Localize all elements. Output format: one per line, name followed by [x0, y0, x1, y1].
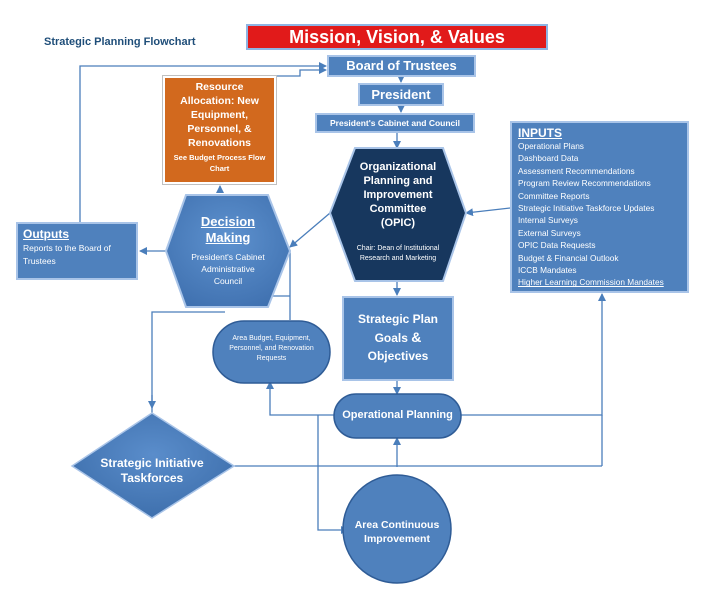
cabinet-box: President's Cabinet and Council — [315, 113, 475, 133]
operational-label: Operational Planning — [342, 409, 453, 421]
resource-line: Resource — [195, 81, 244, 93]
outputs-line: Trustees — [23, 256, 56, 266]
resource-line: Renovations — [187, 137, 251, 149]
continuous-label: Area Continuous Improvement — [354, 519, 440, 545]
taskforces-label: Strategic Initiative Taskforces — [100, 456, 204, 485]
resource-line: Equipment, — [190, 109, 249, 121]
taskforces-diamond — [70, 412, 236, 519]
outputs-line: Reports to the Board of — [23, 243, 111, 253]
resource-line: Allocation: New — [180, 95, 259, 107]
decision-subtitle: President's Cabinet Administrative Counc… — [191, 252, 265, 286]
continuous-circle — [342, 474, 452, 584]
opic-title: Organizational Planning and Improvement … — [359, 161, 437, 229]
decision-title: Decision Making — [200, 214, 256, 245]
inputs-item: ICCB Mandates — [518, 265, 577, 276]
resource-line: Personnel, & — [187, 123, 252, 135]
inputs-item: Committee Reports — [518, 190, 590, 201]
opic-hexagon — [328, 147, 468, 282]
board-of-trustees-box: Board of Trustees — [327, 55, 476, 77]
outputs-box: Outputs Reports to the Board of Trustees — [16, 222, 138, 280]
decision-hexagon — [164, 194, 292, 308]
inputs-item: Strategic Initiative Taskforce Updates — [518, 203, 655, 214]
area-budget-label: Area Budget, Equipment, Personnel, and R… — [229, 335, 314, 362]
inputs-item: OPIC Data Requests — [518, 240, 596, 251]
mission-banner: Mission, Vision, & Values — [246, 24, 548, 50]
inputs-item: External Surveys — [518, 227, 581, 238]
operational-shape — [333, 393, 462, 439]
resource-allocation-box: Resource Allocation: New Equipment, Pers… — [163, 76, 276, 184]
opic-chair: Chair: Dean of Institutional Research an… — [356, 245, 440, 262]
inputs-item: Assessment Recommendations — [518, 165, 635, 176]
inputs-item: Program Review Recommendations — [518, 178, 651, 189]
president-box: President — [358, 83, 444, 106]
inputs-item: Dashboard Data — [518, 153, 579, 164]
outputs-heading: Outputs — [23, 227, 69, 241]
inputs-item: Operational Plans — [518, 141, 584, 151]
area-budget-shape — [212, 320, 331, 384]
inputs-box: INPUTS Operational Plans Dashboard Data … — [510, 121, 689, 293]
inputs-item: Internal Surveys — [518, 215, 578, 226]
strategic-plan-box: Strategic Plan Goals & Objectives — [342, 296, 454, 381]
page-title: Strategic Planning Flowchart — [44, 36, 196, 48]
inputs-item: Budget & Financial Outlook — [518, 252, 619, 263]
inputs-item: Higher Learning Commission Mandates — [518, 277, 664, 288]
inputs-heading: INPUTS — [518, 126, 563, 140]
